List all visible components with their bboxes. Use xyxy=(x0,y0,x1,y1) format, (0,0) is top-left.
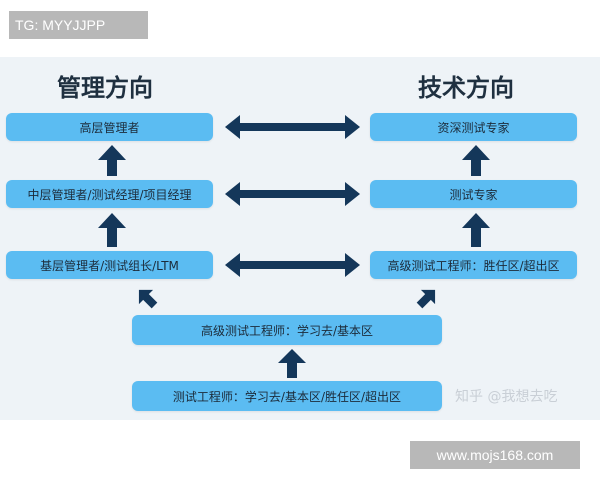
box-senior-test-engineer-tech: 高级测试工程师：胜任区/超出区 xyxy=(370,251,577,279)
box-senior-expert: 资深测试专家 xyxy=(370,113,577,141)
box-senior-test-engineer-base: 高级测试工程师：学习去/基本区 xyxy=(132,315,442,345)
box-senior-manager: 高层管理者 xyxy=(6,113,213,141)
watermark-bottom: www.mojs168.com xyxy=(410,441,580,469)
up-arrow-junior-to-middle xyxy=(98,213,126,247)
box-middle-manager: 中层管理者/测试经理/项目经理 xyxy=(6,180,213,208)
double-arrow-middle xyxy=(225,182,360,206)
heading-management: 管理方向 xyxy=(57,74,153,102)
watermark-top: TG: MYYJJPP xyxy=(9,11,148,39)
double-arrow-junior xyxy=(225,253,360,277)
box-test-engineer: 测试工程师：学习去/基本区/胜任区/超出区 xyxy=(132,381,442,411)
double-arrow-senior xyxy=(225,115,360,139)
up-arrow-middle-to-senior xyxy=(98,145,126,176)
up-arrow-engineer-to-senior-engineer xyxy=(278,349,306,378)
box-test-expert: 测试专家 xyxy=(370,180,577,208)
box-junior-manager: 基层管理者/测试组长/LTM xyxy=(6,251,213,279)
up-arrow-engineer-to-expert xyxy=(462,213,490,247)
diagonal-arrow-to-management xyxy=(138,289,158,309)
zhihu-watermark: 知乎 @我想去吃 xyxy=(455,389,558,405)
diagonal-arrow-to-technical xyxy=(416,289,436,309)
up-arrow-expert-to-senior-expert xyxy=(462,145,490,176)
heading-technical: 技术方向 xyxy=(418,74,514,102)
